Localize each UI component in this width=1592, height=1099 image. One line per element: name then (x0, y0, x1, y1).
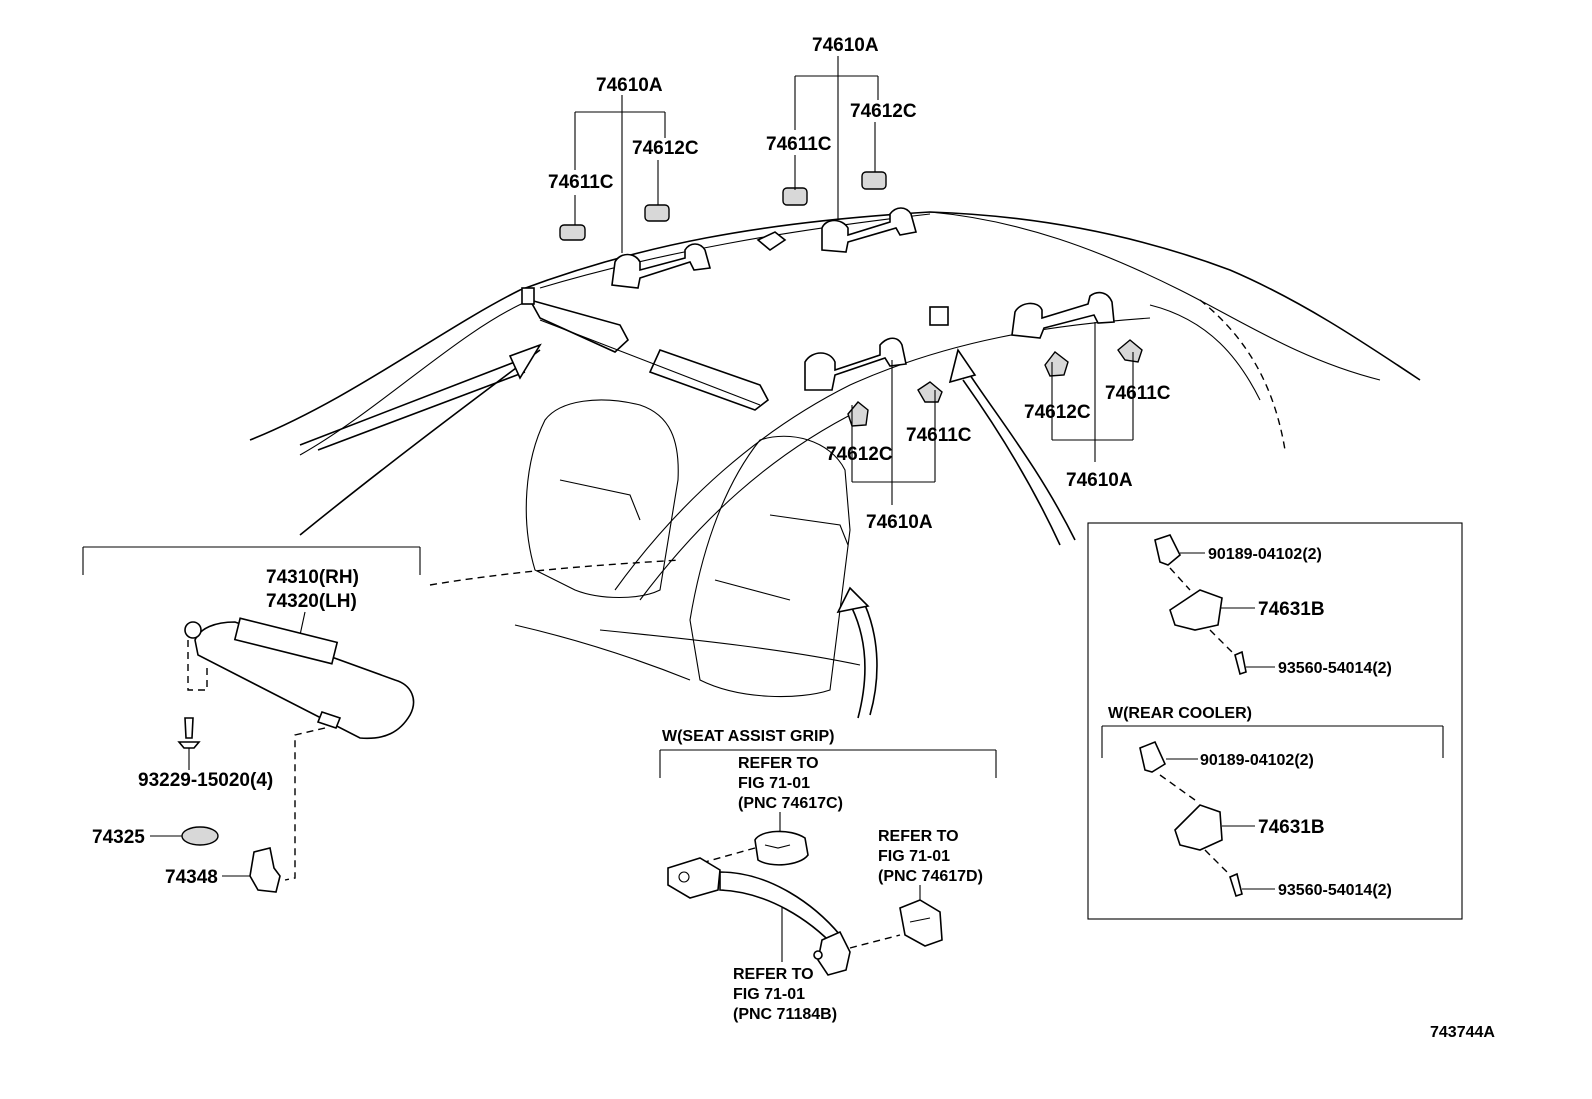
label-ref3-line3: (PNC 71184B) (733, 1006, 837, 1023)
label-ref1-line2: FIG 71-01 (738, 775, 810, 792)
label-screw-93560-1: 93560-54014(2) (1278, 660, 1392, 677)
assist-grip-front-left (559, 204, 712, 289)
direction-arrows (299, 343, 1076, 719)
screw-93560-2 (1229, 872, 1275, 898)
visor-in-car (521, 287, 770, 411)
leaders-group-2 (794, 56, 879, 220)
leaders-group-1 (574, 95, 666, 253)
label-ref2-line3: (PNC 74617D) (878, 868, 983, 885)
seats (525, 399, 851, 698)
label-screw-93229: 93229-15020(4) (138, 770, 273, 791)
label-74348: 74348 (165, 867, 218, 888)
label-74611c-4: 74611C (1105, 383, 1171, 404)
label-ref2-line1: REFER TO (878, 828, 959, 845)
label-rear-cooler-title: W(REAR COOLER) (1108, 705, 1252, 722)
label-clip-90189-2: 90189-04102(2) (1200, 752, 1314, 769)
label-ref3-line1: REFER TO (733, 966, 814, 983)
label-74610a-3: 74610A (866, 512, 933, 533)
label-74610a-2: 74610A (812, 35, 879, 56)
label-seat-grip-title: W(SEAT ASSIST GRIP) (662, 728, 834, 745)
figure-id: 743744A (1430, 1024, 1495, 1041)
leaders-group-3 (851, 360, 936, 505)
assist-grip-rear-right (1011, 291, 1143, 377)
assist-grip-front-right (756, 171, 918, 253)
leaders-group-4 (1051, 322, 1134, 462)
label-ref1-line3: (PNC 74617C) (738, 795, 843, 812)
label-74631b-1: 74631B (1258, 599, 1325, 620)
label-74325: 74325 (92, 827, 145, 848)
part-74631b-2 (1174, 804, 1255, 851)
label-screw-93560-2: 93560-54014(2) (1278, 882, 1392, 899)
label-clip-90189-1: 90189-04102(2) (1208, 546, 1322, 563)
label-74610a-4: 74610A (1066, 470, 1133, 491)
label-74631b-2: 74631B (1258, 817, 1325, 838)
clip-90189-1 (1154, 534, 1205, 566)
label-ref1-line1: REFER TO (738, 755, 819, 772)
label-74612c-1: 74612C (632, 138, 699, 159)
label-visor-lh: 74320(LH) (266, 591, 357, 612)
clip-90189-2 (1139, 740, 1198, 773)
label-74612c-2: 74612C (850, 101, 917, 122)
clip-detail-box (1087, 522, 1463, 920)
label-74612c-3: 74612C (826, 444, 893, 465)
label-74611c-1: 74611C (548, 172, 614, 193)
label-74611c-2: 74611C (766, 134, 832, 155)
label-74612c-4: 74612C (1024, 402, 1091, 423)
label-visor-rh: 74310(RH) (266, 567, 359, 588)
assist-grip-rear-left (804, 306, 949, 427)
label-ref2-line2: FIG 71-01 (878, 848, 950, 865)
part-74348 (222, 847, 281, 893)
sun-visor (184, 617, 415, 740)
label-ref3-line2: FIG 71-01 (733, 986, 805, 1003)
screw-93560-1 (1234, 650, 1275, 676)
screw-93229 (177, 717, 201, 770)
rear-cooler-bracket (1101, 725, 1444, 758)
label-74610a-1: 74610A (596, 75, 663, 96)
seat-grip-bracket (659, 749, 997, 778)
seat-assist-grip (667, 830, 943, 976)
visor-detail-bracket (82, 546, 421, 575)
label-74611c-3: 74611C (906, 425, 972, 446)
part-74325 (150, 826, 219, 846)
part-74631b-1 (1169, 589, 1255, 631)
vehicle-roof-outline (249, 211, 1421, 681)
